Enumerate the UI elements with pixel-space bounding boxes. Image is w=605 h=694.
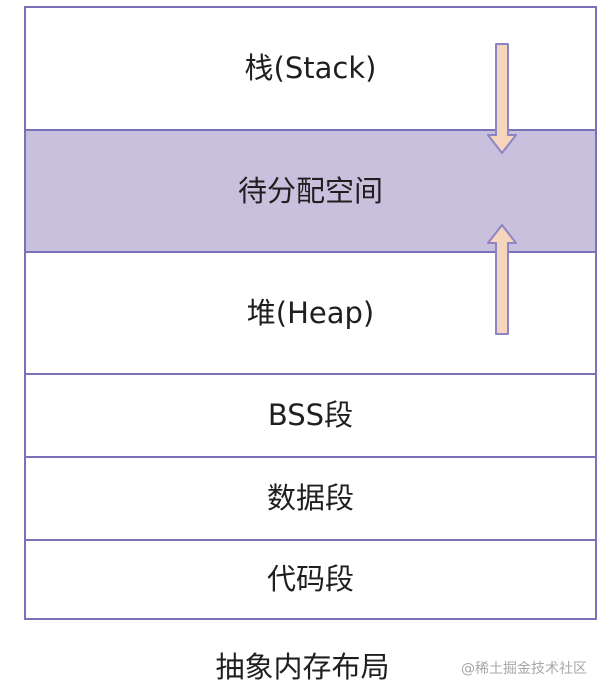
stack-label: 栈(Stack): [244, 51, 377, 85]
data-segment: 数据段: [26, 456, 595, 539]
code-segment: 代码段: [26, 539, 595, 618]
watermark: @稀土掘金技术社区: [461, 661, 587, 677]
bss-label: BSS段: [267, 398, 354, 432]
heap-segment: 堆(Heap): [26, 251, 595, 373]
data-segment-label: 数据段: [266, 481, 354, 515]
stack-growth-down-arrow-icon: [487, 43, 517, 154]
unallocated-space-label: 待分配空间: [237, 173, 383, 208]
stack-segment: 栈(Stack): [26, 8, 595, 129]
code-segment-label: 代码段: [266, 562, 354, 596]
diagram-caption: 抽象内存布局: [215, 650, 390, 684]
bss-segment: BSS段: [26, 373, 595, 456]
memory-layout-diagram: 栈(Stack) 待分配空间 堆(Heap) BSS段 数据段 代码段: [24, 6, 597, 620]
heap-label: 堆(Heap): [246, 295, 375, 330]
heap-growth-up-arrow-icon: [487, 224, 517, 335]
